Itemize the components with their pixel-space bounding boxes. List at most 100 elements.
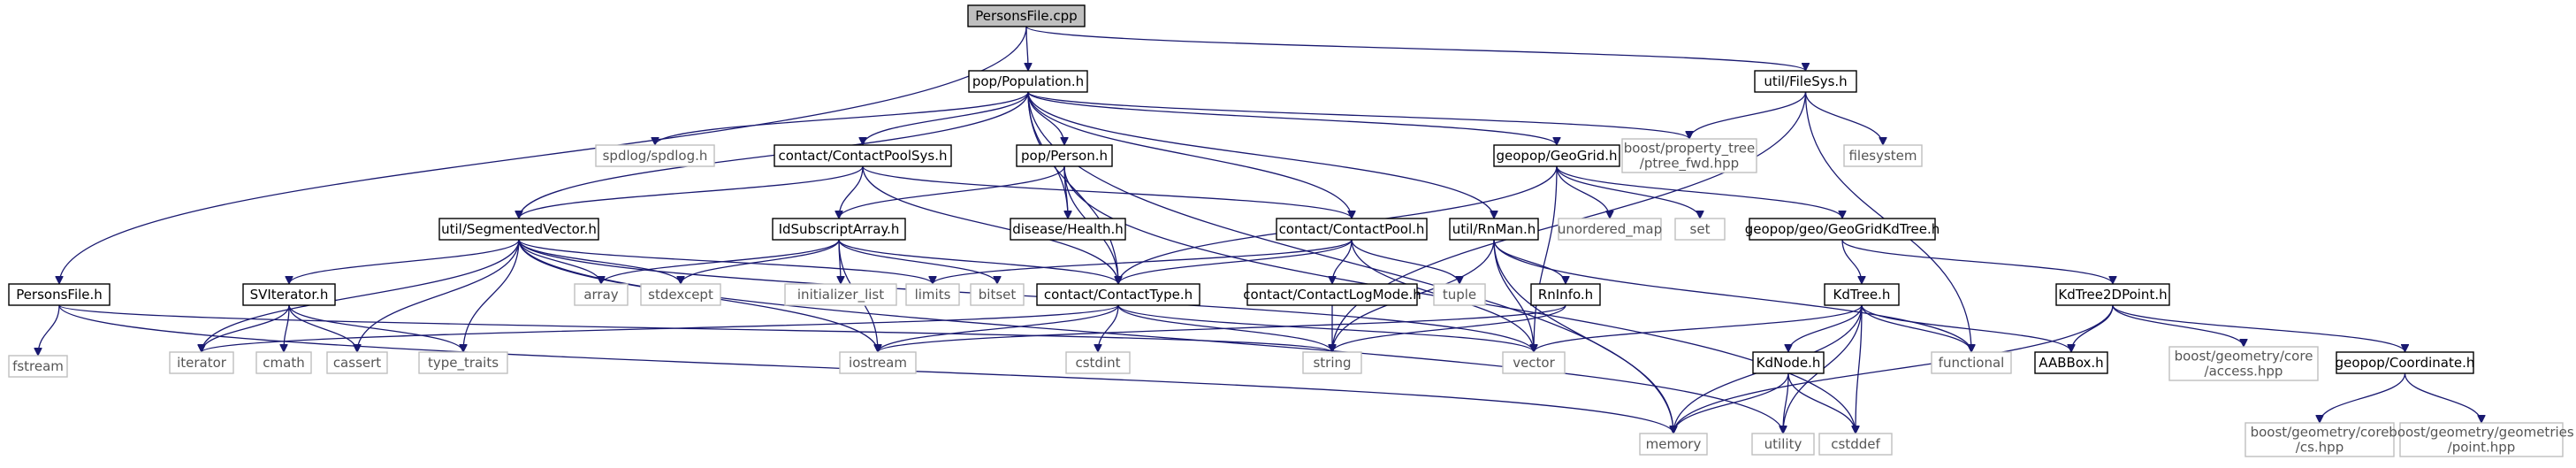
node-box bbox=[774, 144, 952, 167]
edge-geogrid_h-to-geogrid_kdtree_h bbox=[1556, 165, 1842, 219]
node-cstddef: cstddef bbox=[1818, 433, 1893, 456]
node-label: unordered_map bbox=[1558, 221, 1662, 238]
node-label: stdexcept bbox=[648, 287, 713, 303]
edge-util_rnman_h-to-memory bbox=[1493, 239, 1673, 433]
node-box bbox=[772, 218, 906, 241]
node-box bbox=[839, 351, 917, 374]
node-box bbox=[1449, 218, 1539, 241]
edge-kdtree2dpoint_h-to-memory bbox=[1673, 304, 2114, 433]
node-persons-file-h[interactable]: PersonsFile.h bbox=[8, 283, 111, 306]
node-label: util/SegmentedVector.h bbox=[441, 221, 597, 237]
node-label: AABBox.h bbox=[2039, 355, 2103, 371]
node-box bbox=[1621, 138, 1757, 173]
edge-kdnode_h-to-memory bbox=[1673, 372, 1789, 434]
node-kdtree-h[interactable]: KdTree.h bbox=[1824, 283, 1900, 306]
edge-pop_population_h-to-geogrid_h bbox=[1027, 91, 1557, 146]
node-utility: utility bbox=[1751, 433, 1815, 456]
edge-coordinate_h-to-geometry_cs bbox=[2320, 372, 2406, 424]
edge-contact_pool_h-to-contact_log_mode_h bbox=[1332, 239, 1353, 284]
node-geogrid-h[interactable]: geopop/GeoGrid.h bbox=[1493, 144, 1620, 167]
node-cstdint: cstdint bbox=[1065, 351, 1131, 374]
node-box bbox=[2034, 351, 2108, 374]
node-label: spdlog/spdlog.h bbox=[603, 148, 708, 164]
edge-segmented_vector_h-to-type_traits bbox=[463, 239, 520, 352]
node-label: cassert bbox=[333, 355, 381, 371]
node-label: contact/ContactLogMode.h bbox=[1243, 287, 1421, 303]
node-label: fstream bbox=[12, 358, 64, 374]
edge-segmented_vector_h-to-utility bbox=[518, 239, 1783, 433]
node-contact-pool-h[interactable]: contact/ContactPool.h bbox=[1276, 218, 1428, 241]
edge-contact_pool_sys_h-to-contact_type_h bbox=[862, 165, 1118, 284]
node-rninfo-h[interactable]: RnInfo.h bbox=[1530, 283, 1601, 306]
node-box bbox=[2399, 422, 2564, 457]
edge-persons_file_cpp-to-pop_population_h bbox=[1026, 26, 1028, 71]
node-label: boost/geometry/core bbox=[2175, 349, 2313, 364]
edge-id_subscript_array_h-to-bitset bbox=[838, 239, 997, 285]
node-util-filesys-h[interactable]: util/FileSys.h bbox=[1754, 70, 1857, 93]
node-disease-health-h[interactable]: disease/Health.h bbox=[1010, 218, 1126, 241]
node-geogrid-kdtree-h[interactable]: geopop/geo/GeoGridKdTree.h bbox=[1745, 218, 1940, 241]
node-label: vector bbox=[1513, 355, 1555, 371]
node-box bbox=[1065, 351, 1131, 374]
node-label: cstdint bbox=[1075, 355, 1120, 371]
node-label: util/RnMan.h bbox=[1452, 221, 1536, 237]
edge-contact_type_h-to-iterator bbox=[202, 304, 1119, 353]
node-label: bitset bbox=[979, 287, 1017, 303]
node-box bbox=[1931, 351, 2012, 374]
node-label: disease/Health.h bbox=[1012, 221, 1124, 237]
node-sviterator-h[interactable]: SVIterator.h bbox=[242, 283, 336, 306]
edge-sviterator_h-to-cassert bbox=[288, 304, 357, 353]
node-cassert: cassert bbox=[326, 351, 388, 374]
node-label: filesystem bbox=[1848, 148, 1917, 164]
node-label: util/FileSys.h bbox=[1764, 73, 1847, 89]
node-persons-file-cpp[interactable]: PersonsFile.cpp bbox=[967, 4, 1086, 27]
node-label: initializer_list bbox=[797, 287, 884, 303]
node-box bbox=[2244, 422, 2395, 457]
edge-util_filesys_h-to-ptree_fwd bbox=[1689, 91, 1807, 140]
node-box bbox=[326, 351, 388, 374]
edge-kdnode_h-to-utility bbox=[1783, 372, 1789, 433]
node-label: KdNode.h bbox=[1757, 355, 1821, 371]
node-aabbox-h[interactable]: AABBox.h bbox=[2034, 351, 2108, 374]
node-util-rnman-h[interactable]: util/RnMan.h bbox=[1449, 218, 1539, 241]
edge-persons_file_h-to-string bbox=[58, 304, 1332, 353]
node-box bbox=[595, 144, 715, 167]
node-type-traits: type_traits bbox=[418, 351, 508, 374]
node-fstream: fstream bbox=[8, 355, 68, 378]
edge-id_subscript_array_h-to-contact_type_h bbox=[838, 239, 1118, 285]
node-kdtree2dpoint-h[interactable]: KdTree2DPoint.h bbox=[2055, 283, 2170, 306]
edge-geogrid_h-to-unordered_map bbox=[1556, 165, 1610, 219]
node-id-subscript-array-h[interactable]: IdSubscriptArray.h bbox=[772, 218, 906, 241]
node-box bbox=[640, 283, 721, 306]
node-box bbox=[8, 283, 111, 306]
node-contact-log-mode-h[interactable]: contact/ContactLogMode.h bbox=[1243, 283, 1421, 306]
node-label: contact/ContactPool.h bbox=[1279, 221, 1425, 237]
node-box bbox=[1036, 283, 1200, 306]
node-label: iostream bbox=[849, 355, 907, 371]
node-contact-type-h[interactable]: contact/ContactType.h bbox=[1036, 283, 1200, 306]
edge-kdtree2dpoint_h-to-coordinate_h bbox=[2112, 304, 2405, 353]
node-box bbox=[970, 283, 1025, 306]
edge-contact_type_h-to-cstdint bbox=[1098, 304, 1119, 352]
node-box bbox=[418, 351, 508, 374]
edge-kdtree_h-to-kdnode_h bbox=[1788, 304, 1863, 353]
node-segmented-vector-h[interactable]: util/SegmentedVector.h bbox=[438, 218, 599, 241]
edge-geogrid_kdtree_h-to-kdtree_h bbox=[1841, 239, 1862, 284]
edge-kdtree_h-to-aabbox_h bbox=[1861, 304, 2071, 353]
node-box bbox=[1751, 433, 1815, 456]
edge-pop_population_h-to-segmented_vector_h bbox=[519, 91, 1029, 219]
node-kdnode-h[interactable]: KdNode.h bbox=[1752, 351, 1825, 374]
node-filesystem: filesystem bbox=[1843, 144, 1923, 167]
node-pop-person-h[interactable]: pop/Person.h bbox=[1016, 144, 1113, 167]
node-label: boost/geometry/core bbox=[2251, 425, 2389, 441]
node-box bbox=[438, 218, 599, 241]
edge-contact_type_h-to-iostream bbox=[878, 304, 1119, 353]
node-box bbox=[2055, 283, 2170, 306]
edge-contact_pool_h-to-tuple bbox=[1351, 239, 1459, 285]
node-label: PersonsFile.h bbox=[16, 287, 103, 303]
edge-coordinate_h-to-geometry_point bbox=[2404, 372, 2482, 424]
node-contact-pool-sys-h[interactable]: contact/ContactPoolSys.h bbox=[774, 144, 952, 167]
node-box bbox=[1276, 218, 1428, 241]
node-pop-population-h[interactable]: pop/Population.h bbox=[968, 70, 1088, 93]
node-coordinate-h[interactable]: geopop/Coordinate.h bbox=[2336, 351, 2475, 374]
